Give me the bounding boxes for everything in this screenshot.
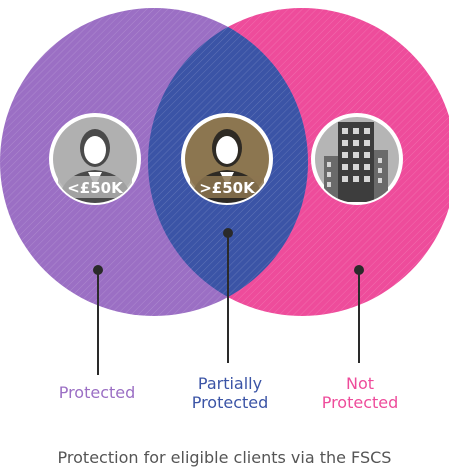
label-protected: Protected — [42, 383, 152, 402]
leader-not-protected — [354, 265, 364, 363]
tag-under-50k: <£50K — [67, 179, 124, 197]
label-partially-line1: Partially — [197, 374, 263, 393]
label-not-line2: Protected — [321, 393, 399, 412]
building-icon — [311, 113, 403, 205]
label-not-protected: Not Protected — [305, 374, 415, 412]
person-icon: <£50K — [49, 113, 141, 205]
caption: Protection for eligible clients via the … — [57, 448, 392, 467]
tag-over-50k: >£50K — [199, 179, 256, 197]
label-partially-line2: Protected — [191, 393, 269, 412]
label-protected-text: Protected — [58, 383, 136, 402]
leader-protected — [93, 265, 103, 375]
person-icon: >£50K — [181, 113, 273, 205]
leader-partial — [223, 228, 233, 363]
label-not-line1: Not — [345, 374, 375, 393]
label-partially-protected: Partially Protected — [175, 374, 285, 412]
